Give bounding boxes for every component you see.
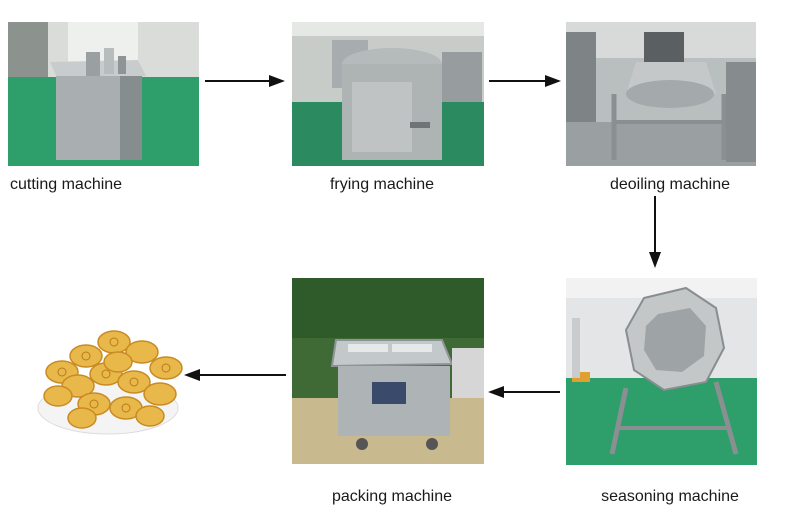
packing-machine-photo [292,278,484,464]
frying-machine-photo [292,22,484,166]
flow-arrow-packing-to-product [184,367,286,383]
banana-chips-photo [22,312,192,442]
flow-arrow-cutting-to-frying [205,73,285,89]
step-label-frying: frying machine [329,176,435,193]
flow-arrow-seasoning-to-packing [488,384,560,400]
step-label-packing: packing machine [331,488,453,505]
flow-arrow-deoiling-to-seasoning [647,196,663,268]
deoiling-machine-photo [566,22,756,166]
step-label-seasoning: seasoning machine [601,488,739,505]
flow-arrow-frying-to-deoiling [489,73,561,89]
cutting-machine-photo [8,22,199,166]
seasoning-machine-photo [566,278,757,465]
step-label-deoiling: deoiling machine [609,176,731,193]
step-label-cutting: cutting machine [10,176,123,193]
